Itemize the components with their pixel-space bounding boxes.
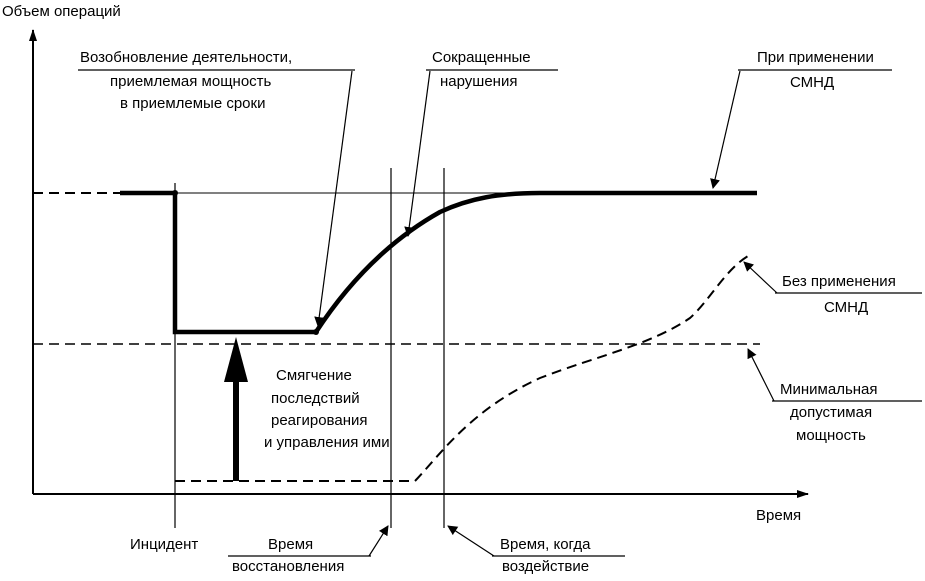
recovery-start-point [313, 329, 319, 335]
svg-text:Сокращенные: Сокращенные [432, 49, 531, 66]
svg-text:и управления ими: и управления ими [264, 434, 390, 451]
svg-text:Возобновление деятельности,: Возобновление деятельности, [80, 49, 292, 66]
svg-text:приемлемая мощность: приемлемая мощность [110, 73, 272, 90]
svg-text:СМНД: СМНД [790, 74, 834, 91]
x-axis-label: Время [756, 507, 801, 524]
svg-text:Без применения: Без применения [782, 273, 896, 290]
svg-text:Время: Время [268, 536, 313, 553]
without-smnd-curve [175, 255, 749, 482]
svg-text:допустимая: допустимая [790, 404, 872, 421]
svg-text:СМНД: СМНД [824, 299, 868, 316]
svg-text:в приемлемые сроки: в приемлемые сроки [120, 95, 265, 112]
min-capacity-label: Минимальная допустимая мощность [772, 381, 922, 444]
min-capacity-pointer [747, 348, 775, 402]
with-smnd-pointer [710, 70, 741, 189]
recovery-time-pointer [368, 525, 389, 557]
svg-text:реагирования: реагирования [271, 412, 368, 429]
recovery-time-label: Время восстановления [228, 536, 371, 575]
incident-label: Инцидент [130, 536, 198, 553]
svg-text:Минимальная: Минимальная [780, 381, 878, 398]
with-smnd-curve [120, 190, 757, 335]
svg-text:Время, когда: Время, когда [500, 536, 591, 553]
mitigation-arrow-head [224, 337, 248, 382]
svg-text:При применении: При применении [757, 49, 874, 66]
reduced-disruption-label: Сокращенные нарушения [426, 49, 558, 90]
resumption-pointer [314, 70, 353, 327]
svg-text:мощность: мощность [796, 427, 866, 444]
y-axis-label: Объем операций [2, 3, 121, 20]
svg-text:нарушения: нарушения [440, 73, 517, 90]
with-smnd-label: При применении СМНД [738, 49, 892, 91]
svg-text:последствий: последствий [271, 390, 360, 407]
incident-point [172, 190, 178, 196]
mitigation-label: Смягчение последствий реагирования и упр… [264, 367, 390, 451]
without-smnd-pointer [743, 261, 778, 294]
svg-text:Смягчение: Смягчение [276, 367, 352, 384]
impact-time-label: Время, когда воздействие [492, 536, 625, 575]
svg-text:восстановления: восстановления [232, 558, 344, 575]
svg-text:воздействие: воздействие [502, 558, 589, 575]
impact-time-pointer [447, 525, 495, 557]
reduced-disruption-pointer [404, 70, 431, 237]
resumption-label: Возобновление деятельности, приемлемая м… [78, 49, 355, 112]
without-smnd-label: Без применения СМНД [775, 273, 922, 316]
